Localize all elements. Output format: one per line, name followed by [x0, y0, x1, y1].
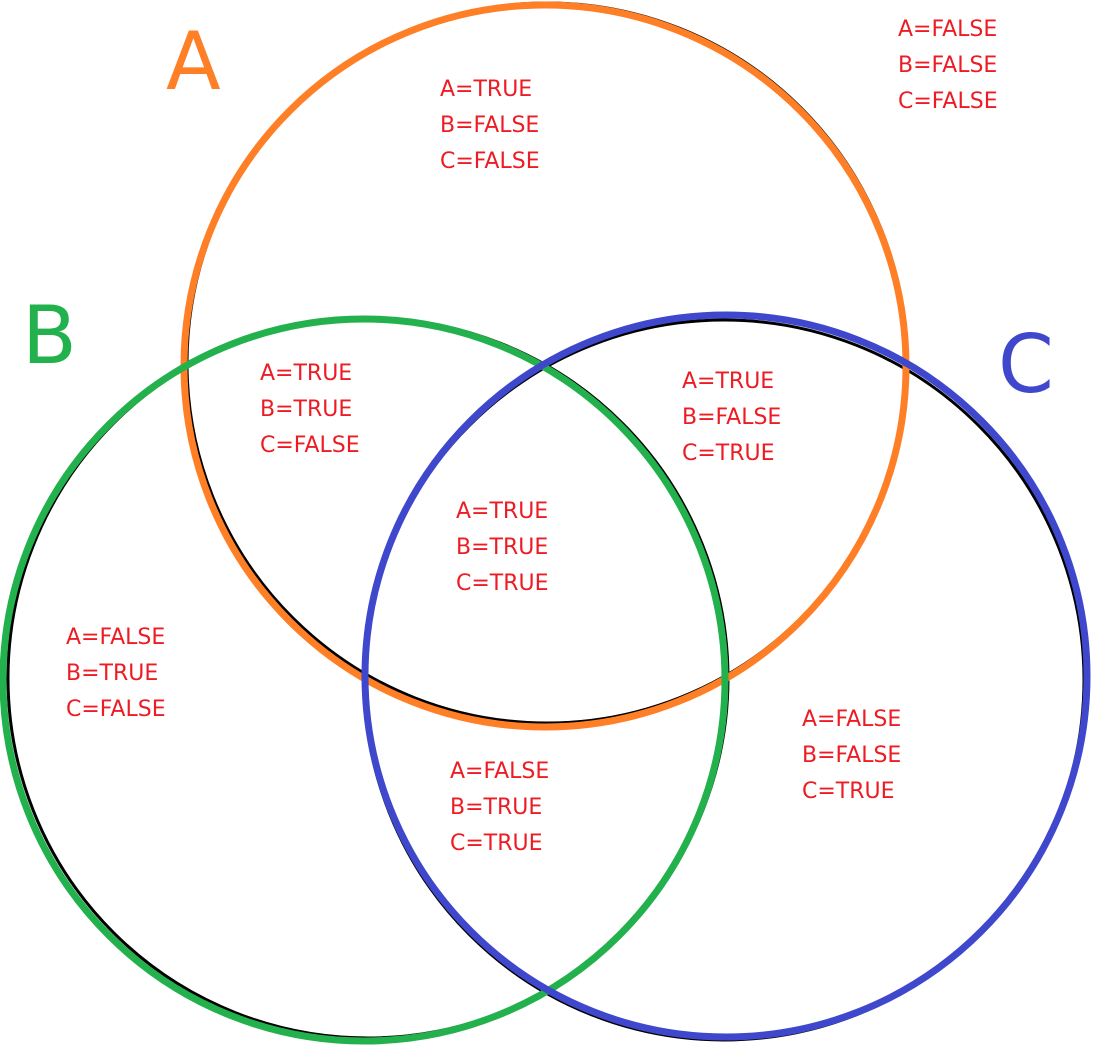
region-a-value: A=FALSE	[898, 17, 998, 42]
region-a-value: A=TRUE	[682, 369, 775, 394]
region-c-only: A=FALSE B=FALSE C=TRUE	[802, 702, 901, 810]
region-c-value: C=TRUE	[456, 571, 549, 596]
region-b-value: B=FALSE	[802, 743, 902, 768]
region-a-value: A=TRUE	[260, 361, 353, 386]
region-c-value: C=TRUE	[450, 831, 543, 856]
region-a-value: A=TRUE	[456, 499, 549, 524]
region-b-value: B=TRUE	[456, 535, 549, 560]
region-c-value: C=FALSE	[898, 89, 998, 114]
region-c-value: C=FALSE	[260, 433, 360, 458]
region-a-and-b: A=TRUE B=TRUE C=FALSE	[260, 356, 360, 464]
region-c-value: C=TRUE	[682, 441, 775, 466]
region-c-value: C=FALSE	[440, 149, 540, 174]
region-b-and-c: A=FALSE B=TRUE C=TRUE	[450, 754, 549, 862]
region-b-value: B=TRUE	[260, 397, 353, 422]
region-b-value: B=FALSE	[898, 53, 998, 78]
region-a-value: A=FALSE	[450, 759, 550, 784]
region-b-value: B=FALSE	[682, 405, 782, 430]
set-a-label: A	[166, 15, 221, 108]
region-c-value: C=TRUE	[802, 779, 895, 804]
region-outside-all: A=FALSE B=FALSE C=FALSE	[898, 12, 998, 120]
region-b-value: B=TRUE	[66, 661, 159, 686]
circle-b	[0, 315, 729, 1045]
region-a-value: A=FALSE	[802, 707, 902, 732]
region-b-value: B=TRUE	[450, 795, 543, 820]
region-c-value: C=FALSE	[66, 697, 166, 722]
set-b-label: B	[22, 289, 77, 382]
region-a-value: A=FALSE	[66, 625, 166, 650]
set-c-label: C	[998, 318, 1054, 411]
region-a-and-c: A=TRUE B=FALSE C=TRUE	[682, 364, 781, 472]
region-a-only: A=TRUE B=FALSE C=FALSE	[440, 72, 540, 180]
region-a-b-and-c: A=TRUE B=TRUE C=TRUE	[456, 494, 549, 602]
region-b-value: B=FALSE	[440, 113, 540, 138]
region-b-only: A=FALSE B=TRUE C=FALSE	[66, 620, 166, 728]
circle-c	[361, 311, 1091, 1041]
region-a-value: A=TRUE	[440, 77, 533, 102]
